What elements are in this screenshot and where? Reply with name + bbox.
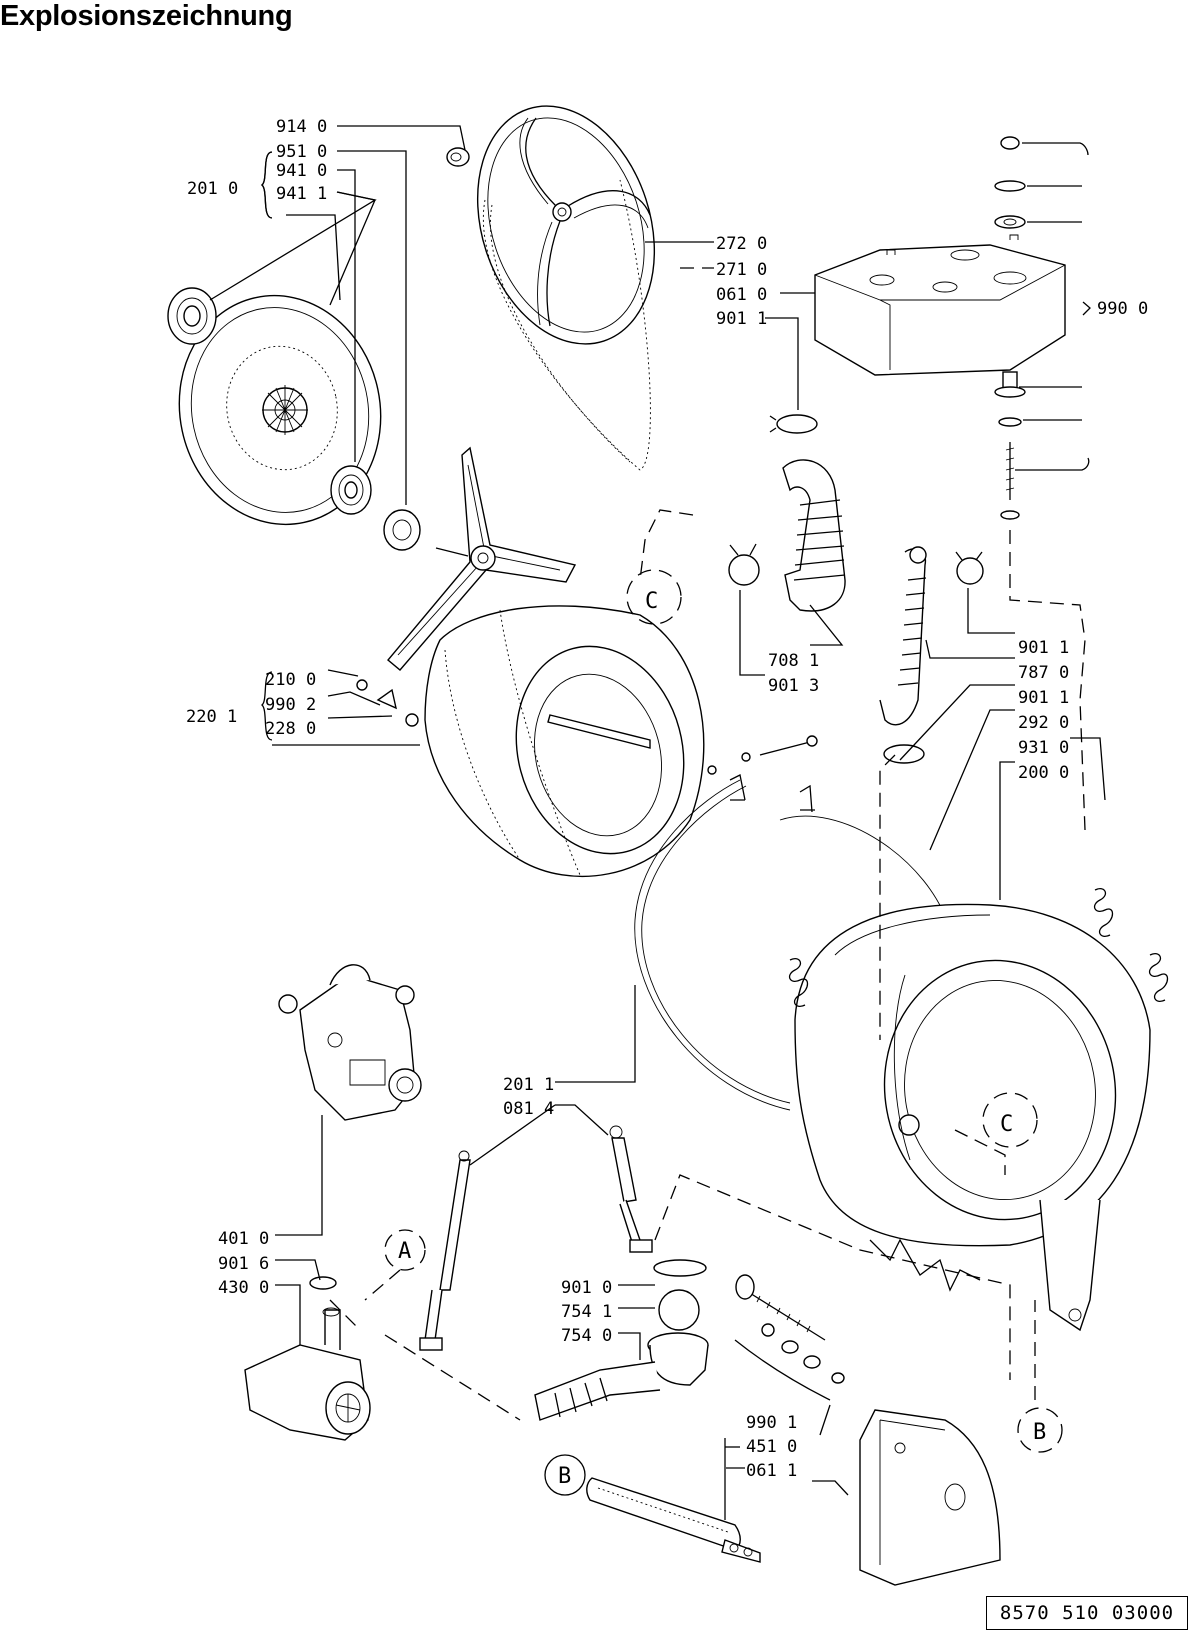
label-990-2: 990 2	[265, 695, 316, 715]
label-951-0: 951 0	[276, 142, 327, 162]
label-901-1-b: 901 1	[1018, 638, 1069, 658]
label-081-4: 081 4	[503, 1099, 554, 1119]
heating-element	[586, 1477, 761, 1563]
label-061-1: 061 1	[746, 1461, 797, 1481]
counterweight-fasteners	[994, 136, 1026, 520]
hose-clamp-787-lower	[883, 744, 925, 764]
label-272-0: 272 0	[716, 234, 767, 254]
drain-pump	[244, 1276, 371, 1441]
label-901-1-c: 901 1	[1018, 688, 1069, 708]
label-901-0: 901 0	[561, 1278, 612, 1298]
tub-bolt	[707, 735, 818, 775]
marker-b-right: B	[1033, 1420, 1046, 1445]
label-201-1: 201 1	[503, 1075, 554, 1095]
motor	[278, 964, 422, 1121]
drum-spider	[356, 446, 577, 727]
hose-clamp-708	[728, 543, 760, 586]
shock-absorber-right	[609, 1125, 653, 1253]
label-228-0: 228 0	[265, 719, 316, 739]
label-200-0: 200 0	[1018, 763, 1069, 783]
marker-a: A	[398, 1239, 411, 1264]
label-990-1: 990 1	[746, 1413, 797, 1433]
module-cover	[859, 1409, 1001, 1586]
outer-tub-front	[794, 903, 1151, 1332]
bearing-medium	[330, 465, 372, 515]
label-941-0: 941 0	[276, 161, 327, 181]
drain-hose	[879, 546, 927, 726]
label-220-1: 220 1	[186, 707, 237, 727]
spring-left	[788, 888, 1169, 1007]
label-901-6: 901 6	[218, 1254, 269, 1274]
label-061-0: 061 0	[716, 285, 767, 305]
label-292-0: 292 0	[1018, 713, 1069, 733]
hose-clamp-787	[955, 551, 984, 585]
label-941-1: 941 1	[276, 184, 327, 204]
bellows-hose	[782, 459, 846, 612]
counterweight	[814, 234, 1066, 376]
bearing-small	[383, 509, 421, 551]
marker-b-heater: B	[558, 1464, 571, 1489]
label-201-0: 201 0	[187, 179, 238, 199]
label-914-0: 914 0	[276, 117, 327, 137]
label-901-3: 901 3	[768, 676, 819, 696]
label-754-0: 754 0	[561, 1326, 612, 1346]
drive-belt	[483, 179, 651, 471]
sump-hose	[534, 1259, 709, 1421]
shock-absorber-left	[419, 1150, 471, 1351]
page-title: Explosionszeichnung	[0, 0, 293, 32]
label-708-1: 708 1	[768, 651, 819, 671]
label-210-0: 210 0	[265, 670, 316, 690]
label-990-0: 990 0	[1097, 299, 1148, 319]
hose-clamp-top	[769, 414, 818, 434]
drum-pulley	[476, 105, 656, 345]
label-401-0: 401 0	[218, 1229, 269, 1249]
label-430-0: 430 0	[218, 1278, 269, 1298]
heater-screw	[734, 1274, 845, 1401]
label-451-0: 451 0	[746, 1437, 797, 1457]
label-754-1: 754 1	[561, 1302, 612, 1322]
marker-c-lower: C	[1000, 1112, 1013, 1137]
marker-c-upper: C	[645, 589, 658, 614]
label-931-0: 931 0	[1018, 738, 1069, 758]
label-787-0: 787 0	[1018, 663, 1069, 683]
inner-drum	[424, 605, 705, 877]
label-901-1-a: 901 1	[716, 309, 767, 329]
rear-tub-cover	[178, 294, 382, 526]
bearing-cap	[446, 147, 470, 167]
label-271-0: 271 0	[716, 260, 767, 280]
bearing-large	[167, 287, 217, 345]
document-number: 8570 510 03000	[986, 1596, 1188, 1630]
